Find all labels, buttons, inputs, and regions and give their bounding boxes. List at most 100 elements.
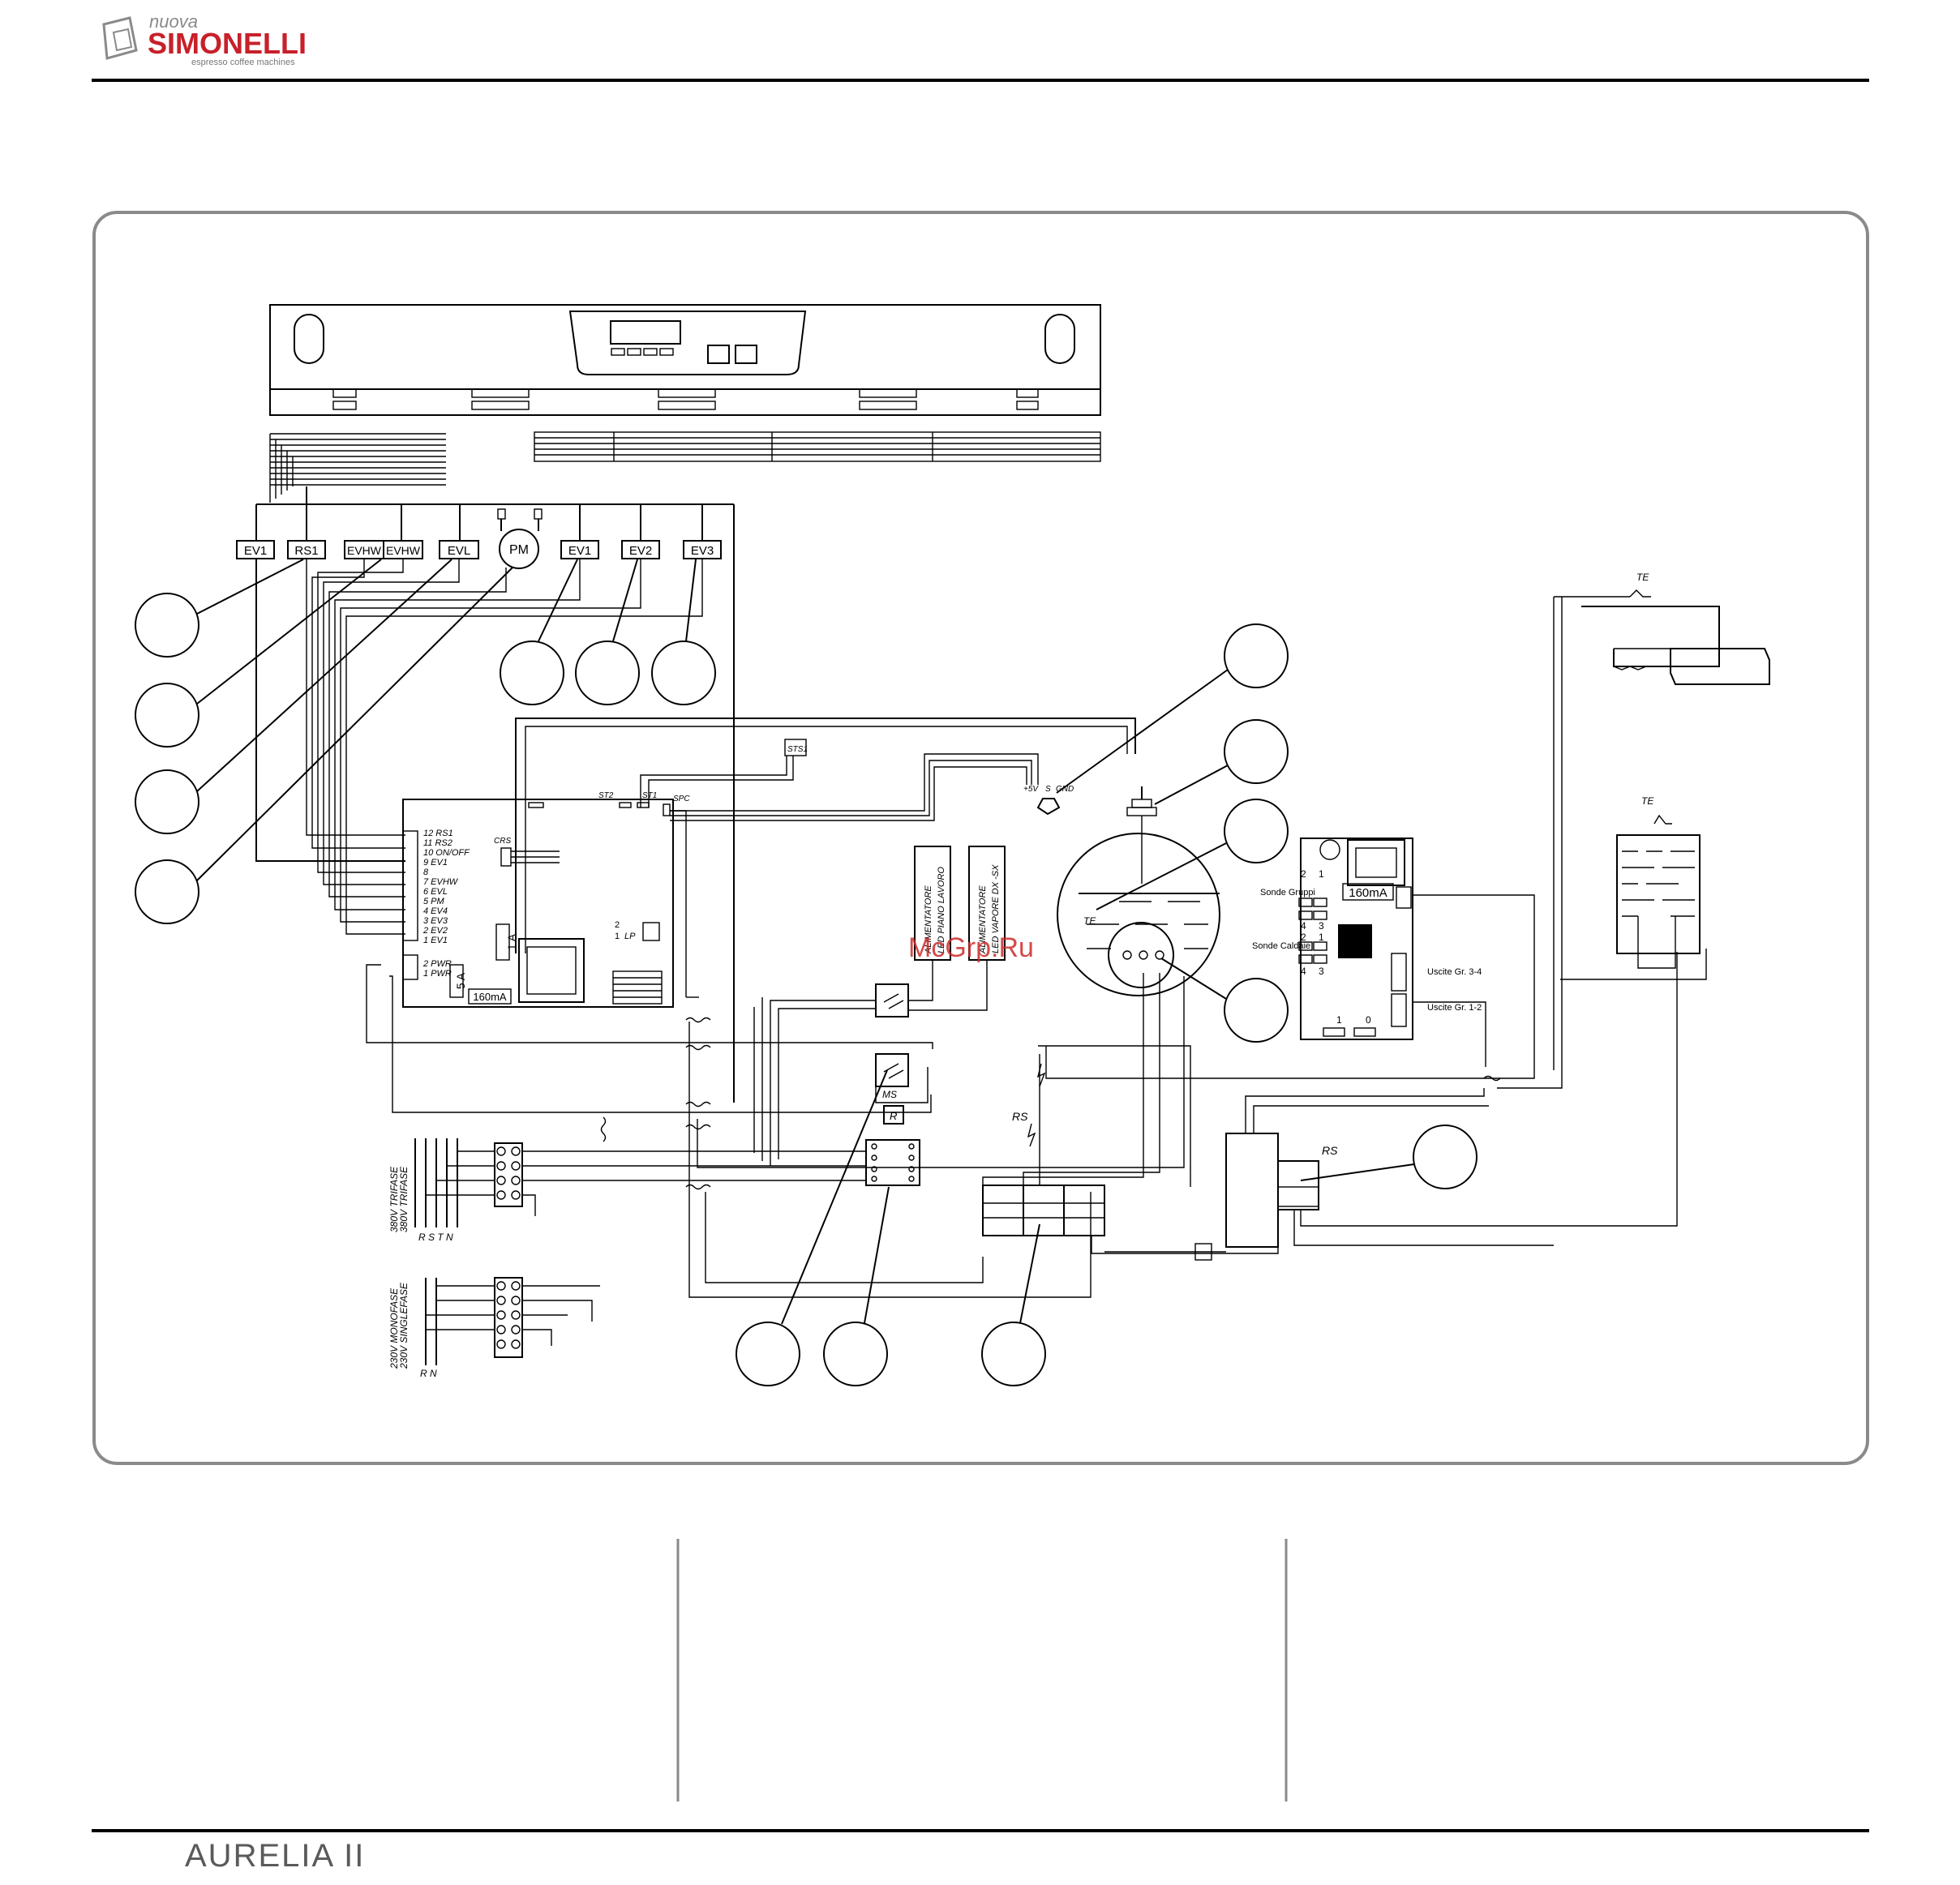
- probe-board: 160mA: [1298, 838, 1413, 1040]
- svg-text:ST1: ST1: [642, 791, 657, 800]
- svg-text:160mA: 160mA: [473, 991, 507, 1003]
- svg-text:R S T N: R S T N: [418, 1232, 453, 1243]
- svg-text:RS1: RS1: [294, 544, 318, 558]
- svg-text:S: S: [1045, 785, 1051, 794]
- led-power-supplies: [875, 846, 1006, 1017]
- power-wiring: [366, 964, 1191, 1298]
- terminal-block-labels: 12 RS1 11 RS2 10 ON/OFF 9 EV1 8 7 EVHW 6…: [422, 829, 470, 979]
- label-ev1-right: EV1: [560, 540, 599, 559]
- svg-text:6 EVL: 6 EVL: [423, 887, 448, 897]
- cable-spring-icon: [600, 1017, 1501, 1190]
- svg-text:STS1: STS1: [787, 745, 808, 754]
- lightning-icon: [1027, 1123, 1036, 1147]
- callout-leaders: [196, 559, 1415, 1325]
- footer-model: AURELIA II: [185, 1838, 365, 1874]
- brand-logo: nuova SIMONELLI espresso coffee machines: [102, 11, 307, 67]
- svg-text:1 EV1: 1 EV1: [423, 936, 448, 945]
- svg-text:2: 2: [1301, 932, 1306, 943]
- brand-tagline: espresso coffee machines: [191, 58, 295, 67]
- component-wiring: [255, 486, 735, 1103]
- svg-text:1: 1: [1319, 868, 1324, 880]
- label-ev1-left: EV1: [236, 540, 275, 559]
- pump-motor-pm: PM: [499, 529, 539, 569]
- svg-text:EV1: EV1: [244, 544, 267, 558]
- svg-text:3 EV3: 3 EV3: [423, 916, 448, 926]
- signal-wires: [255, 559, 703, 935]
- svg-text:EVHW: EVHW: [386, 544, 421, 557]
- board-wiring: STS1: [515, 718, 1136, 998]
- diagram-frame: [92, 211, 1869, 1465]
- lightning-icon-2: [1036, 1063, 1046, 1087]
- main-switch-ms: [875, 1053, 909, 1125]
- main-control-board: 1 A 5 A 160mA 2 1 LP ST2 ST1 SPC CRS: [402, 791, 690, 1008]
- svg-text:Sonde Gruppi: Sonde Gruppi: [1260, 888, 1315, 898]
- boiler-tank: [1036, 786, 1220, 996]
- svg-text:0: 0: [1366, 1014, 1371, 1026]
- svg-text:380V TRIFASE: 380V TRIFASE: [398, 1166, 410, 1232]
- svg-text:11 RS2: 11 RS2: [423, 838, 452, 848]
- label-ev3: EV3: [683, 540, 722, 559]
- svg-text:160mA: 160mA: [1349, 886, 1387, 900]
- svg-text:4: 4: [1301, 920, 1306, 932]
- svg-text:R N: R N: [420, 1368, 437, 1379]
- label-ev2: EV2: [621, 540, 660, 559]
- probe-wiring: [1045, 597, 1707, 1089]
- svg-text:Uscite Gr. 1-2: Uscite Gr. 1-2: [1427, 1003, 1482, 1013]
- heat-sink-fins: [613, 977, 662, 998]
- svg-text:4 EV4: 4 EV4: [423, 906, 448, 916]
- svg-text:R: R: [890, 1110, 897, 1122]
- service-boiler: [1616, 814, 1701, 969]
- svg-text:LED VAPORE DX -SX: LED VAPORE DX -SX: [991, 864, 1001, 953]
- crs-connector: [500, 847, 560, 867]
- svg-text:Sonde Caldaie: Sonde Caldaie: [1252, 941, 1310, 951]
- svg-text:380V TRIFASE: 380V TRIFASE: [388, 1166, 400, 1232]
- terminal-strip: [865, 1139, 920, 1186]
- rs-relay: [1091, 952, 1678, 1261]
- svg-text:CRS: CRS: [494, 837, 511, 846]
- svg-text:ALIMENTATORE: ALIMENTATORE: [978, 885, 988, 954]
- svg-text:230V SINGLEFASE: 230V SINGLEFASE: [398, 1282, 410, 1369]
- svg-text:5 A: 5 A: [454, 972, 467, 989]
- svg-text:RS: RS: [1012, 1110, 1028, 1123]
- label-evhw-2: EVHW: [383, 540, 423, 559]
- svg-text:+5V: +5V: [1023, 785, 1039, 794]
- svg-text:4: 4: [1301, 966, 1306, 977]
- label-rs1: RS1: [287, 540, 326, 559]
- brand-prefix: nuova: [149, 11, 198, 32]
- svg-text:7 EVHW: 7 EVHW: [423, 877, 459, 887]
- svg-text:12 RS1: 12 RS1: [423, 829, 453, 838]
- svg-text:SPC: SPC: [673, 795, 690, 803]
- svg-text:8: 8: [423, 868, 429, 877]
- svg-text:3: 3: [1319, 920, 1324, 932]
- control-panel: [269, 304, 1101, 416]
- logo-mark-icon: [102, 16, 138, 60]
- svg-text:ALIMENTATORE: ALIMENTATORE: [924, 885, 933, 954]
- svg-text:5 PM: 5 PM: [423, 897, 445, 906]
- svg-text:TE: TE: [1641, 795, 1654, 807]
- brand-name: SIMONELLI: [148, 27, 307, 60]
- svg-text:2 EV2: 2 EV2: [422, 926, 448, 936]
- svg-text:1: 1: [1336, 1014, 1342, 1026]
- svg-text:2 PWR: 2 PWR: [422, 959, 452, 969]
- svg-text:1: 1: [1319, 932, 1324, 943]
- callout-circles: [135, 593, 1478, 1386]
- svg-text:TE: TE: [1083, 915, 1096, 927]
- svg-text:10 ON/OFF: 10 ON/OFF: [423, 848, 470, 858]
- svg-text:TE: TE: [1636, 572, 1649, 583]
- mains-trifase: [414, 1138, 866, 1227]
- label-evl: EVL: [439, 540, 479, 559]
- svg-text:EV1: EV1: [568, 544, 591, 558]
- svg-text:LED PIANO LAVORO: LED PIANO LAVORO: [937, 867, 946, 953]
- svg-text:9 EV1: 9 EV1: [423, 858, 448, 868]
- svg-text:230V MONOFASE: 230V MONOFASE: [388, 1287, 400, 1369]
- svg-text:3: 3: [1319, 966, 1324, 977]
- svg-text:EVL: EVL: [448, 544, 470, 558]
- ssr-relay-block: [982, 1185, 1105, 1236]
- ribbon-cables: [269, 431, 1101, 503]
- svg-text:1: 1: [615, 932, 620, 941]
- watermark: McGrp.Ru: [908, 932, 1034, 963]
- svg-text:MS: MS: [882, 1089, 897, 1100]
- svg-text:2: 2: [1301, 868, 1306, 880]
- svg-text:EV2: EV2: [629, 544, 652, 558]
- svg-text:1 PWR: 1 PWR: [423, 969, 452, 979]
